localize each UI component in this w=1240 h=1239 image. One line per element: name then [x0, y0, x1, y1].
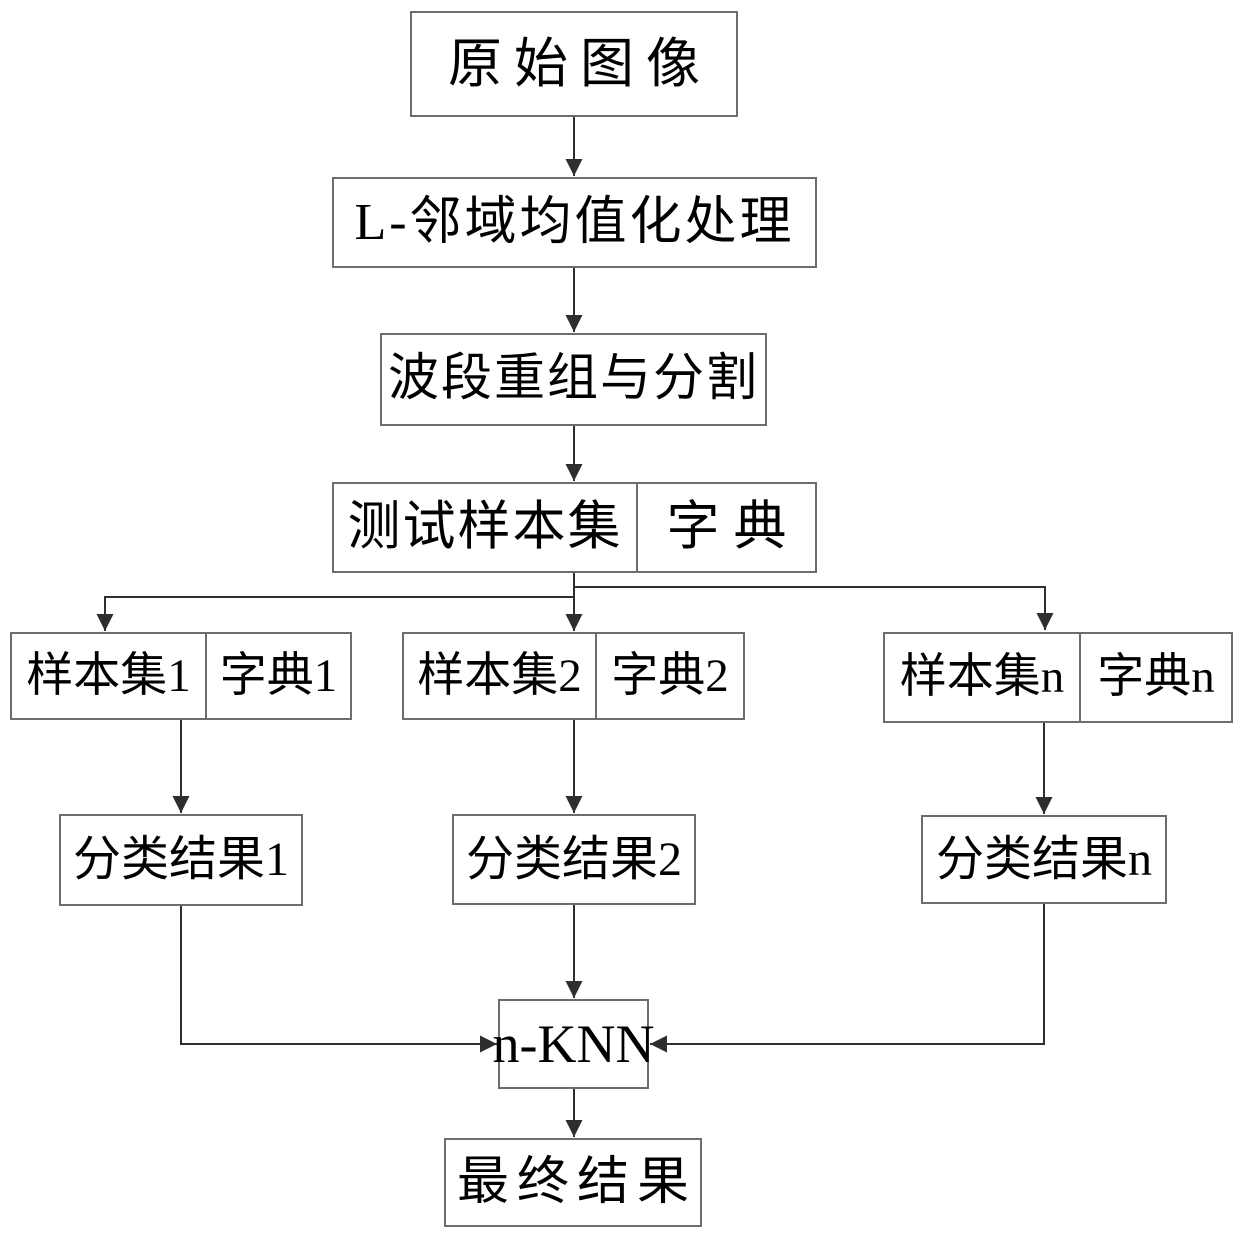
cell-label: 字典1 — [219, 649, 338, 702]
cell-dictionary: 字典 — [636, 484, 815, 571]
cell-sample-set-n: 样本集n — [885, 634, 1079, 721]
cell-label: 字典2 — [611, 649, 729, 702]
connector-testset-to-setn — [574, 586, 1054, 630]
flow-node-sample-set-2: 样本集2 字典2 — [402, 632, 745, 720]
node-label: 最终结果 — [456, 1153, 697, 1211]
node-label: 分类结果n — [935, 832, 1152, 886]
cell-label: 样本集1 — [26, 649, 191, 702]
flow-node-band-recombination-segmentation: 波段重组与分割 — [380, 333, 767, 426]
cell-dictionary-1: 字典1 — [205, 634, 350, 718]
node-label: 分类结果1 — [72, 833, 289, 886]
flow-node-classification-result-1: 分类结果1 — [59, 814, 303, 906]
flow-node-original-image: 原始图像 — [410, 11, 738, 117]
cell-dictionary-n: 字典n — [1079, 634, 1231, 721]
node-label: 原始图像 — [448, 34, 712, 94]
cell-label: 样本集2 — [417, 649, 582, 702]
flow-node-n-knn: n-KNN — [493, 999, 655, 1089]
cell-dictionary-2: 字典2 — [595, 634, 743, 718]
flow-node-classification-result-n: 分类结果n — [921, 815, 1167, 904]
cell-label: 测试样本集 — [347, 498, 623, 556]
connector-resultn-to-knn — [650, 904, 1045, 1053]
flow-node-sample-set-n: 样本集n 字典n — [883, 632, 1233, 723]
flow-node-test-sample-set-dictionary: 测试样本集 字典 — [332, 482, 817, 573]
cell-sample-set-1: 样本集1 — [12, 634, 205, 718]
cell-test-sample-set: 测试样本集 — [334, 484, 636, 571]
flow-node-l-neighborhood-averaging: L-邻域均值化处理 — [332, 177, 817, 268]
flow-node-classification-result-2: 分类结果2 — [452, 814, 696, 905]
cell-label: 字典n — [1097, 651, 1215, 703]
node-label: 分类结果2 — [465, 832, 682, 886]
cell-label: 字典 — [666, 498, 801, 556]
node-label: n-KNN — [492, 1014, 655, 1074]
flow-node-sample-set-1: 样本集1 字典1 — [10, 632, 352, 720]
node-label: 波段重组与分割 — [387, 351, 759, 407]
connector-result1-to-knn — [180, 906, 497, 1053]
flow-node-final-result: 最终结果 — [444, 1138, 702, 1227]
node-label: L-邻域均值化处理 — [354, 193, 795, 251]
cell-label: 样本集n — [899, 651, 1065, 703]
connector-testset-to-set1 — [96, 596, 574, 631]
cell-sample-set-2: 样本集2 — [404, 634, 595, 718]
